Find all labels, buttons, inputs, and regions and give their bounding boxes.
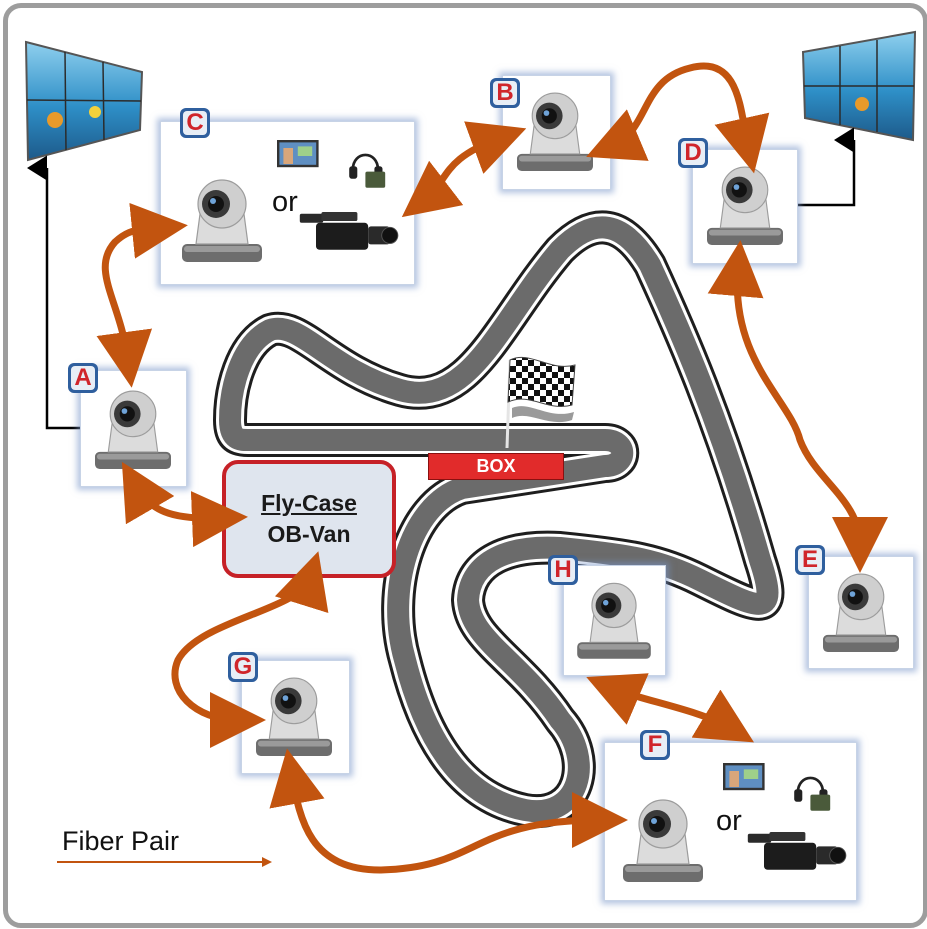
badge-f-letter: F — [643, 733, 667, 757]
pit-box-sign: BOX — [428, 453, 564, 480]
headset-icon — [349, 153, 386, 188]
monitor-icon — [277, 140, 319, 168]
ob-van-label: OB-Van — [267, 521, 351, 547]
badge-c: C — [180, 108, 210, 138]
badge-b-letter: B — [493, 81, 517, 105]
fiber-link-d-e — [707, 240, 888, 573]
fiber-pair-legend-arrow — [262, 857, 272, 867]
badge-d-letter: D — [681, 141, 705, 165]
fiber-link-g-f — [269, 748, 628, 874]
ptz-camera-icon — [95, 390, 171, 469]
or-label-c: or — [272, 186, 298, 218]
badge-e: E — [795, 545, 825, 575]
camcorder-icon — [299, 212, 399, 250]
ptz-camera-icon — [707, 166, 783, 245]
or-label-f: or — [716, 805, 742, 837]
ptz-camera-icon — [517, 92, 593, 171]
badge-c-letter: C — [183, 111, 207, 135]
camcorder-icon — [747, 832, 847, 870]
ptz-camera-icon — [182, 179, 262, 262]
badge-e-letter: E — [798, 548, 822, 572]
fly-case-label: Fly-Case — [261, 490, 357, 516]
ptz-camera-icon — [823, 573, 899, 652]
fiber-link-c-b — [401, 121, 527, 218]
fiber-link-h-f — [586, 673, 755, 743]
badge-b: B — [490, 78, 520, 108]
video-feed-connector — [27, 127, 856, 430]
badge-g-letter: G — [231, 655, 255, 679]
video-wall-icon — [24, 40, 144, 162]
badge-a: A — [68, 363, 98, 393]
checkered-flag-icon — [505, 356, 576, 449]
badge-a-letter: A — [71, 366, 95, 390]
fiber-link-b-d — [586, 62, 770, 174]
badge-g: G — [228, 652, 258, 682]
ptz-camera-icon — [577, 582, 651, 659]
badge-f: F — [640, 730, 670, 760]
badge-h-letter: H — [551, 558, 575, 582]
badge-d: D — [678, 138, 708, 168]
badge-h: H — [548, 555, 578, 585]
race-track-icon — [213, 210, 785, 829]
headset-icon — [794, 776, 831, 811]
fiber-link-a-flycase — [121, 461, 248, 548]
monitor-icon — [723, 763, 765, 791]
fiber-pair-legend-label: Fiber Pair — [62, 826, 180, 856]
fiber-link-flycase-g — [171, 551, 329, 748]
ptz-camera-icon — [623, 799, 703, 882]
video-wall-icon — [801, 30, 917, 142]
fiber-link-a-c — [96, 202, 188, 388]
